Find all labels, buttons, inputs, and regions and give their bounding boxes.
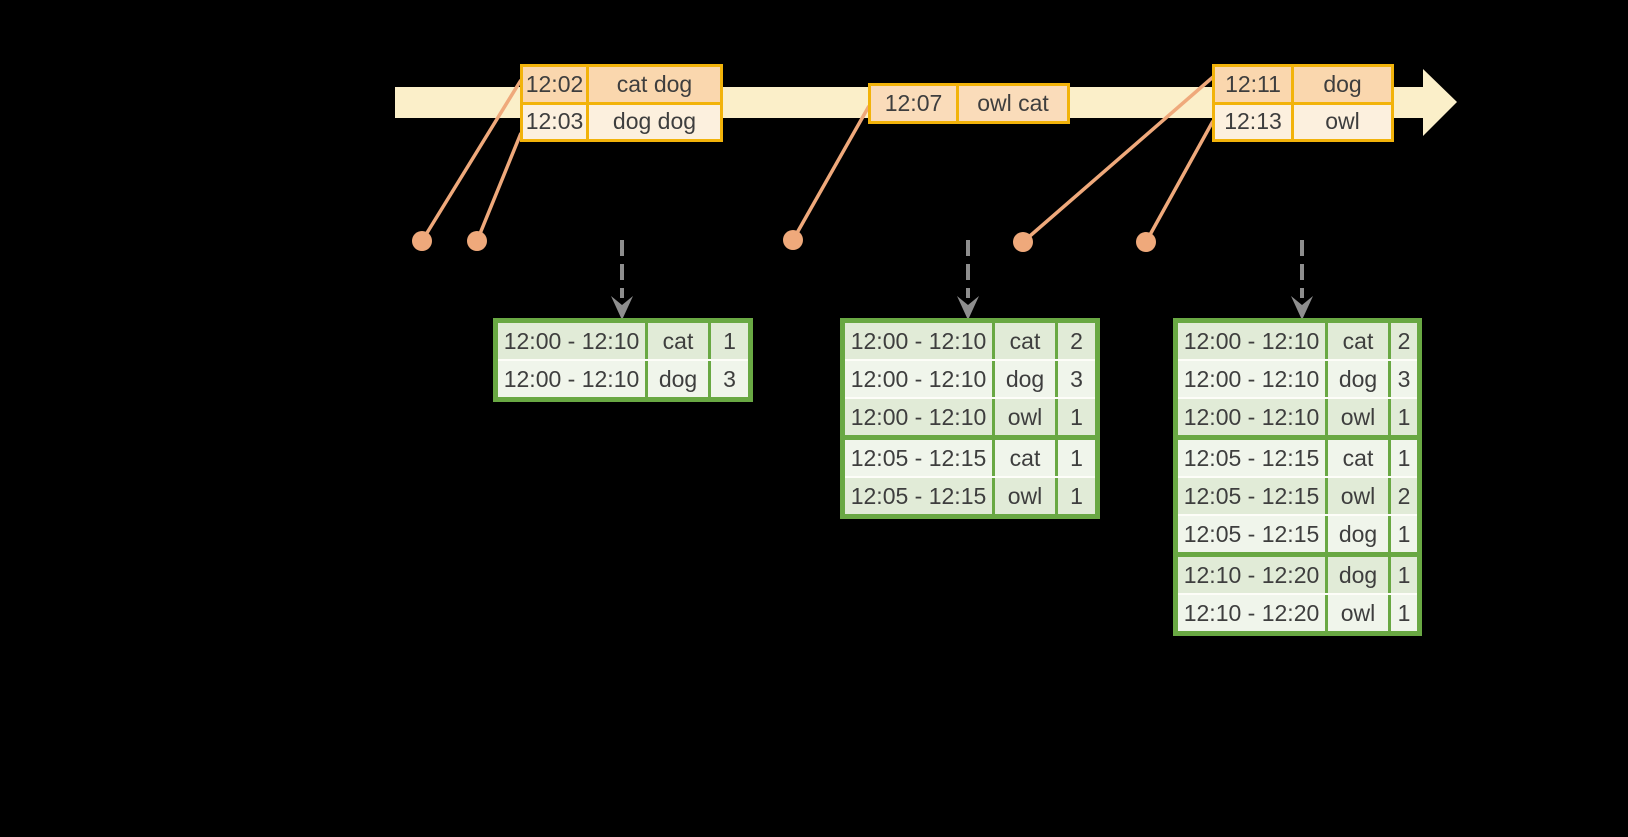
window-cell: 12:00 - 12:10	[1178, 323, 1328, 359]
connector-line	[475, 132, 523, 242]
word-cell: cat	[995, 440, 1058, 476]
count-cell: 1	[711, 323, 748, 359]
count-cell: 1	[1058, 478, 1095, 514]
word-cell: cat	[1328, 323, 1391, 359]
word-cell: cat	[1328, 440, 1391, 476]
window-cell: 12:05 - 12:15	[1178, 478, 1328, 514]
count-cell: 3	[1391, 361, 1417, 397]
connector-line	[1144, 120, 1215, 243]
count-cell: 1	[1391, 516, 1417, 552]
event-words-cell: dog	[1294, 67, 1391, 102]
count-cell: 2	[1391, 323, 1417, 359]
count-cell: 3	[1058, 361, 1095, 397]
word-cell: cat	[995, 323, 1058, 359]
word-cell: owl	[1328, 595, 1391, 631]
word-cell: owl	[1328, 478, 1391, 514]
count-cell: 1	[1058, 399, 1095, 435]
window-cell: 12:10 - 12:20	[1178, 595, 1328, 631]
window-cell: 12:05 - 12:15	[845, 440, 995, 476]
timeline-arrowhead-icon	[1423, 69, 1457, 136]
word-cell: owl	[1328, 399, 1391, 435]
event-words-cell: owl	[1294, 104, 1391, 139]
count-cell: 2	[1058, 323, 1095, 359]
window-cell: 12:00 - 12:10	[845, 399, 995, 435]
count-cell: 1	[1391, 399, 1417, 435]
count-cell: 1	[1058, 440, 1095, 476]
window-cell: 12:00 - 12:10	[498, 361, 648, 397]
event-dot	[783, 230, 803, 250]
window-cell: 12:05 - 12:15	[1178, 516, 1328, 552]
word-cell: dog	[1328, 361, 1391, 397]
connector-line	[1021, 75, 1215, 244]
window-cell: 12:05 - 12:15	[845, 478, 995, 514]
word-cell: dog	[995, 361, 1058, 397]
event-dot	[1136, 232, 1156, 252]
event-time-cell: 12:03	[523, 104, 589, 139]
window-cell: 12:05 - 12:15	[1178, 440, 1328, 476]
window-cell: 12:00 - 12:10	[845, 323, 995, 359]
event-dot	[1013, 232, 1033, 252]
connector-line	[420, 79, 523, 242]
event-words-cell: cat dog	[589, 67, 720, 102]
connector-line	[791, 105, 871, 241]
trigger-arrow-icon	[957, 296, 979, 320]
count-cell: 1	[1391, 440, 1417, 476]
event-time-cell: 12:02	[523, 67, 589, 102]
event-time-cell: 12:07	[871, 86, 959, 121]
window-cell: 12:00 - 12:10	[1178, 399, 1328, 435]
event-dot	[412, 231, 432, 251]
word-cell: owl	[995, 399, 1058, 435]
event-dot	[467, 231, 487, 251]
trigger-arrow-icon	[611, 296, 633, 320]
event-words-cell: owl cat	[959, 86, 1067, 121]
event-words-cell: dog dog	[589, 104, 720, 139]
count-cell: 1	[1391, 557, 1417, 593]
count-cell: 1	[1391, 595, 1417, 631]
window-cell: 12:00 - 12:10	[498, 323, 648, 359]
word-cell: owl	[995, 478, 1058, 514]
word-cell: dog	[1328, 516, 1391, 552]
word-cell: cat	[648, 323, 711, 359]
event-time-cell: 12:13	[1215, 104, 1294, 139]
word-cell: dog	[648, 361, 711, 397]
word-cell: dog	[1328, 557, 1391, 593]
window-cell: 12:10 - 12:20	[1178, 557, 1328, 593]
event-time-cell: 12:11	[1215, 67, 1294, 102]
window-cell: 12:00 - 12:10	[1178, 361, 1328, 397]
trigger-arrow-icon	[1291, 296, 1313, 320]
count-cell: 2	[1391, 478, 1417, 514]
window-cell: 12:00 - 12:10	[845, 361, 995, 397]
count-cell: 3	[711, 361, 748, 397]
